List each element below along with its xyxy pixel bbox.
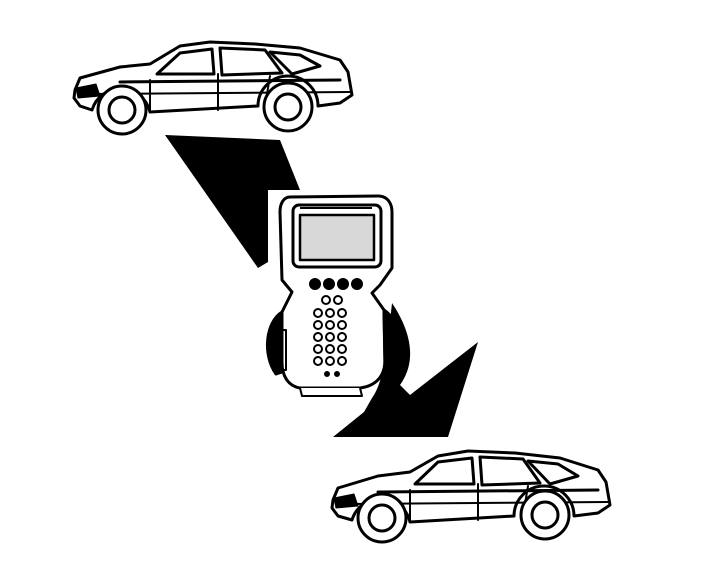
sedan-car-icon xyxy=(72,40,354,136)
target-vehicle xyxy=(330,449,612,544)
scan-tool xyxy=(265,194,401,397)
arrow-down-right-icon xyxy=(165,135,300,268)
source-vehicle xyxy=(72,40,354,136)
sedan-car-icon xyxy=(330,449,612,544)
arrow-down-right-icon xyxy=(333,303,478,437)
handheld-scan-tool-icon xyxy=(265,194,401,397)
